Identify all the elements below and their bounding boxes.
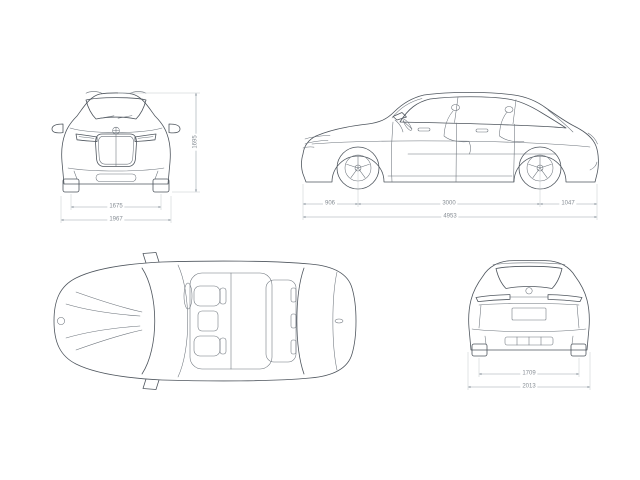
front-door-handle	[417, 127, 431, 132]
side-mirror	[392, 112, 407, 121]
license-plate	[511, 307, 547, 321]
rear-view-drawing	[468, 260, 590, 357]
dim-wheelbase-label: 3000	[440, 200, 458, 208]
top-view-drawing	[53, 252, 357, 390]
antenna-fin	[334, 318, 344, 324]
dim-front-track-label: 1675	[107, 203, 125, 211]
dim-front-overhang-label: 906	[322, 200, 338, 208]
front-wheel	[336, 146, 380, 190]
brand-roundel-icon	[57, 317, 65, 325]
center-console	[197, 310, 219, 332]
brand-roundel-icon	[525, 287, 533, 295]
front-view-drawing	[51, 91, 181, 193]
rear-body-linework	[468, 260, 590, 351]
dim-overall-height-label: 1695	[192, 133, 200, 151]
tailgate	[478, 303, 580, 329]
rear-wheel	[518, 146, 562, 190]
left-mirror	[142, 252, 160, 264]
side-interior-seats	[394, 104, 525, 155]
front-wheels	[62, 178, 170, 193]
dim-overall-width-label: 1967	[107, 216, 125, 224]
rear-wheels	[471, 343, 587, 357]
dim-rear-width-label: 2013	[520, 383, 538, 391]
rear-bumper	[471, 328, 587, 346]
left-mirror	[51, 123, 64, 134]
right-mirror	[142, 378, 160, 390]
taillights	[475, 294, 583, 302]
side-body-linework	[301, 91, 599, 183]
side-view-drawing	[301, 91, 599, 190]
rear-window	[495, 265, 563, 289]
top-interior-seats	[183, 279, 297, 363]
kidney-grille	[95, 133, 137, 167]
dim-rear-overhang-label: 1047	[559, 200, 577, 208]
rear-door-handle	[475, 128, 489, 133]
top-body-linework	[53, 252, 357, 390]
right-mirror	[168, 123, 181, 134]
front-bumper	[67, 167, 165, 182]
dim-rear-track-label: 1709	[520, 370, 538, 378]
front-headlights	[75, 133, 157, 142]
dim-overall-length-label: 4953	[441, 213, 459, 221]
brand-roundel-icon	[112, 126, 120, 135]
steering-wheel	[403, 119, 412, 131]
steering-wheel	[183, 282, 193, 310]
